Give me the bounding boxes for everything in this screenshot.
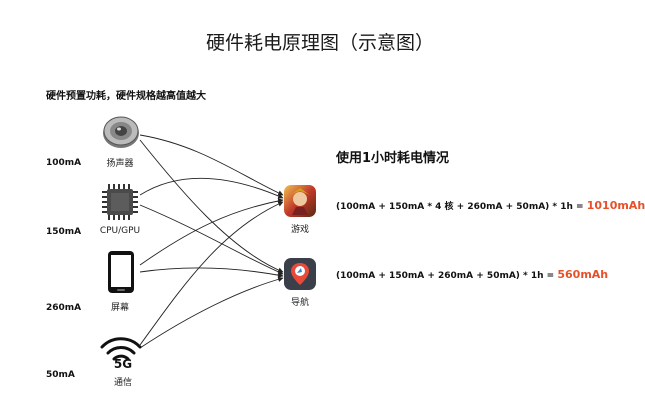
line-speaker-game (139, 134, 284, 196)
power-cpu: 150mA (46, 227, 82, 237)
wifi-5g-icon (98, 333, 144, 365)
line-screen-game (139, 198, 284, 266)
power-speaker: 100mA (46, 158, 82, 168)
subtitle: 硬件预置功耗，硬件规格越高值越大 (46, 91, 206, 102)
formula-game-result: 1010mAh (586, 199, 645, 212)
line-speaker-nav (139, 139, 284, 273)
navigation-app-icon (284, 258, 316, 290)
line-screen-nav (139, 267, 284, 278)
label-screen: 屏幕 (110, 303, 129, 313)
line-comms-nav (139, 276, 284, 349)
formula-game: (100mA + 150mA * 4 核 + 260mA + 50mA) * 1… (336, 199, 645, 212)
label-5g-badge: 5G (113, 357, 133, 371)
power-screen: 260mA (46, 303, 82, 313)
formula-game-expr: (100mA + 150mA * 4 核 + 260mA + 50mA) * 1… (336, 202, 584, 212)
phone-screen-icon (105, 250, 137, 294)
label-comms: 通信 (113, 378, 132, 388)
power-comms: 50mA (46, 370, 75, 380)
formula-navigation-expr: (100mA + 150mA + 260mA + 50mA) * 1h = (336, 271, 555, 281)
label-speaker: 扬声器 (106, 159, 134, 169)
line-cpu-game (139, 177, 284, 199)
label-cpu: CPU/GPU (99, 226, 141, 236)
line-cpu-nav (139, 204, 284, 275)
game-app-icon (284, 185, 316, 217)
speaker-icon (101, 111, 141, 151)
page-title: 硬件耗电原理图（示意图） (205, 32, 434, 54)
chip-icon (100, 182, 140, 222)
usage-title: 使用1小时耗电情况 (336, 151, 450, 166)
label-navigation: 导航 (290, 298, 309, 308)
label-game: 游戏 (290, 225, 309, 235)
line-comms-game (139, 201, 284, 346)
formula-navigation-result: 560mAh (557, 268, 609, 281)
formula-navigation: (100mA + 150mA + 260mA + 50mA) * 1h = 56… (336, 268, 608, 281)
